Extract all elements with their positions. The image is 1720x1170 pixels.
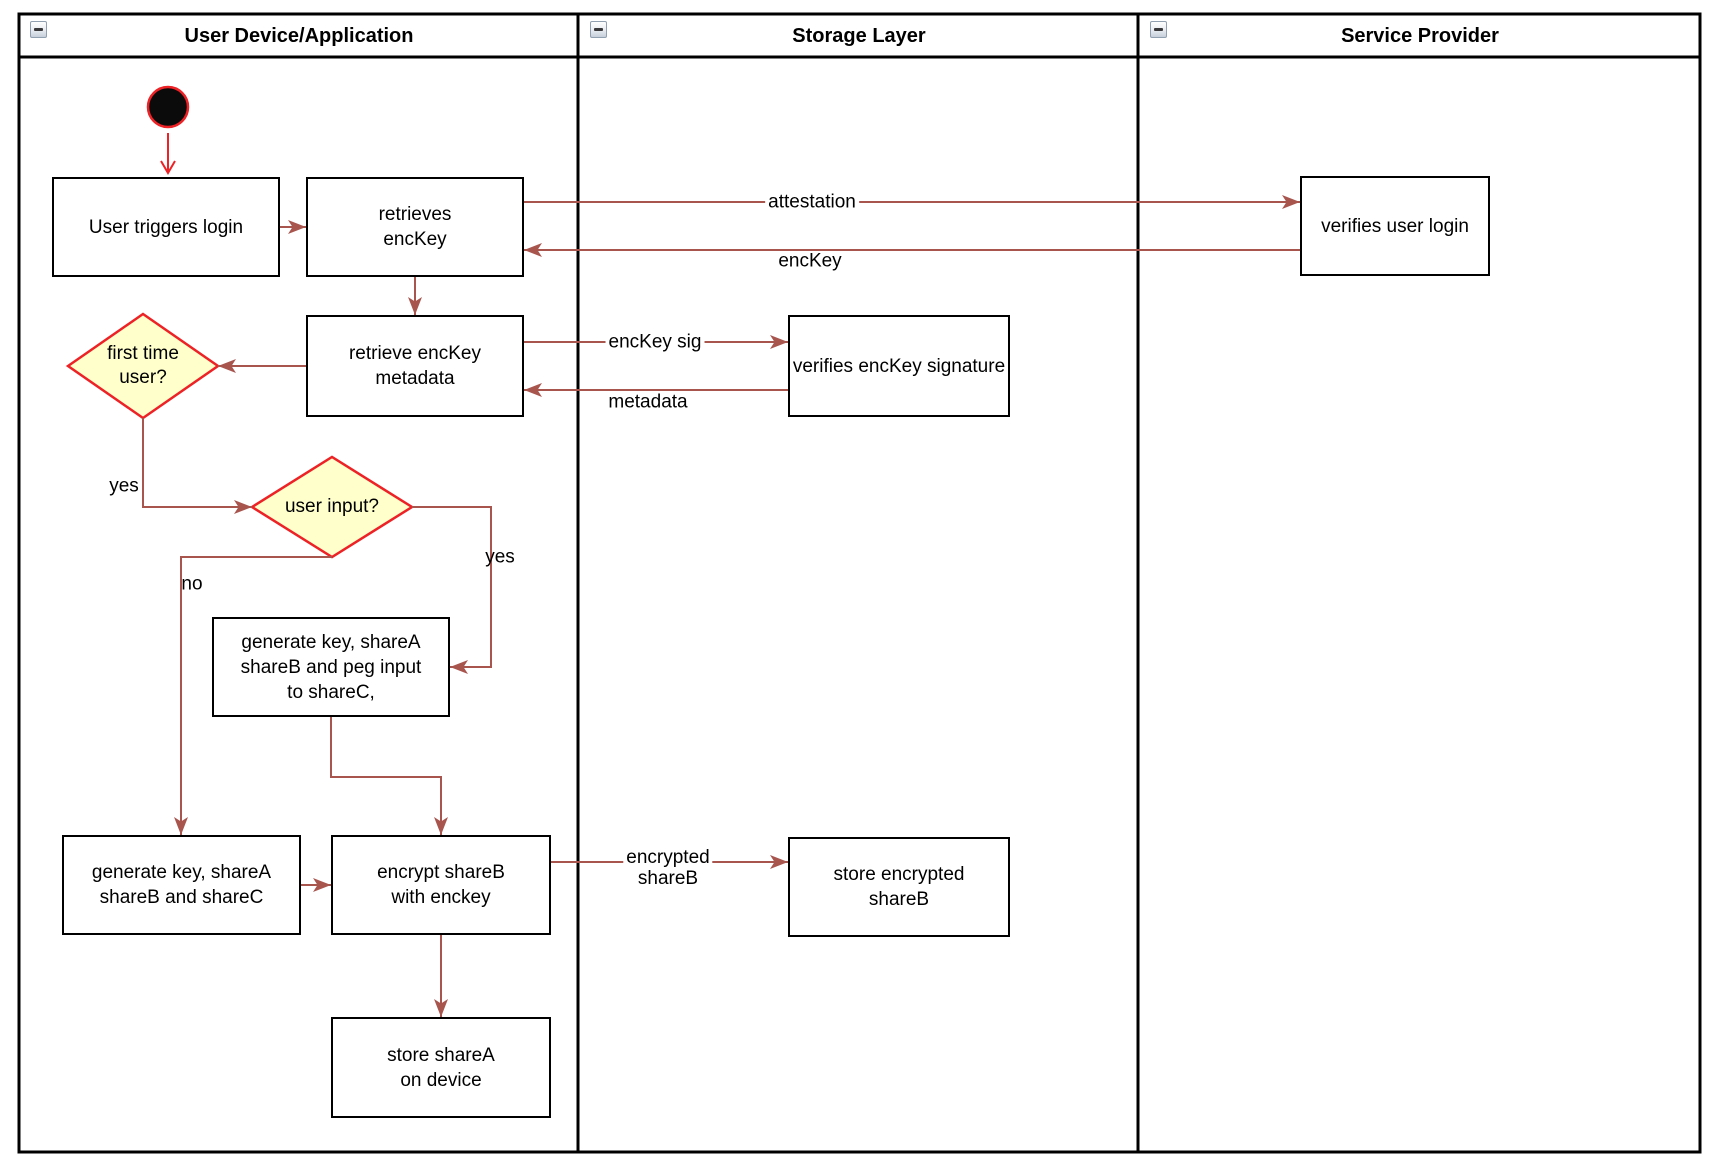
lane-header-storage-layer[interactable]: Storage Layer: [580, 16, 1138, 57]
connector-yes-to-userinput: [142, 418, 252, 514]
edge-label-yes-first-time[interactable]: yes: [109, 475, 139, 497]
node-generate-key-peg-input[interactable]: generate key, shareA shareB and peg inpu…: [212, 617, 450, 717]
node-user-triggers-login[interactable]: User triggers login: [52, 177, 280, 277]
node-generate-key-sharec-label: generate key, shareA: [91, 862, 272, 883]
node-retrieves-enckey[interactable]: retrieves encKey: [306, 177, 524, 277]
node-generate-key-peg-input-label: generate key, shareA: [241, 631, 421, 653]
edge-label-metadata[interactable]: metadata: [608, 391, 688, 413]
decision-first-time-user[interactable]: first time user?: [107, 343, 179, 388]
node-store-encrypted-shareb-label: store encrypted: [833, 864, 965, 885]
node-verifies-enckey-signature-label: verifies encKey signature: [790, 353, 1008, 379]
node-retrieve-enckey-metadata[interactable]: retrieve encKey metadata: [306, 315, 524, 417]
lane-header-user-device[interactable]: User Device/Application: [20, 16, 578, 57]
pool-frame: [17, 12, 1702, 1154]
node-generate-key-sharec[interactable]: generate key, shareA shareB and shareC: [62, 835, 301, 935]
connector-peg-to-encrypt: [330, 717, 448, 835]
edge-label-enckey-sig[interactable]: encKey sig: [605, 331, 705, 353]
edge-label-encrypted-shareb[interactable]: encrypted shareB: [623, 847, 713, 889]
node-retrieve-enckey-metadata-label: retrieve encKey: [348, 343, 481, 364]
node-verifies-user-login[interactable]: verifies user login: [1300, 176, 1490, 276]
node-encrypt-shareb[interactable]: encrypt shareB with enckey: [331, 835, 551, 935]
node-verifies-enckey-signature[interactable]: verifies encKey signature: [788, 315, 1010, 417]
decision-user-input[interactable]: user input?: [284, 496, 380, 517]
node-store-sharea[interactable]: store shareA on device: [331, 1017, 551, 1118]
node-user-triggers-login-label: User triggers login: [88, 216, 244, 238]
collapse-icon-storage-layer[interactable]: [590, 21, 607, 38]
edge-label-attestation[interactable]: attestation: [765, 191, 859, 213]
node-store-sharea-label: store shareA: [387, 1044, 495, 1066]
lane-title-service-provider: Service Provider: [1341, 25, 1499, 47]
node-encrypt-shareb-label: encrypt shareB: [377, 862, 505, 883]
node-store-encrypted-shareb[interactable]: store encrypted shareB: [788, 837, 1010, 937]
connector-no-branch: [174, 556, 332, 835]
node-verifies-user-login-label: verifies user login: [1321, 215, 1469, 237]
edge-label-no-user-input[interactable]: no: [181, 573, 203, 595]
edge-label-yes-user-input[interactable]: yes: [485, 546, 515, 568]
collapse-icon-user-device[interactable]: [30, 21, 47, 38]
lane-header-service-provider[interactable]: Service Provider: [1140, 16, 1700, 57]
start-node[interactable]: [146, 85, 190, 129]
collapse-icon-service-provider[interactable]: [1150, 21, 1167, 38]
edge-label-enckey[interactable]: encKey: [778, 250, 842, 272]
node-retrieves-enckey-label: retrieves: [378, 204, 452, 225]
connector-yes-branch: [412, 506, 492, 674]
lane-title-storage-layer: Storage Layer: [792, 25, 926, 47]
lane-title-user-device: User Device/Application: [184, 25, 414, 47]
